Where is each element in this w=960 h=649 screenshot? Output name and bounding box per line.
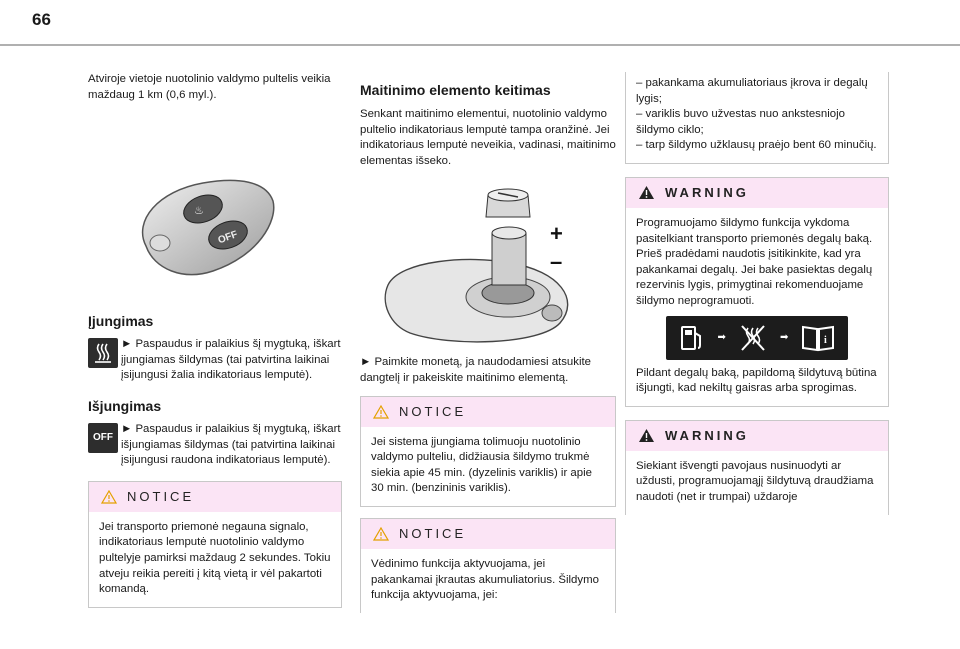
notice-icon <box>373 526 389 541</box>
manual-book-icon: i <box>802 325 835 351</box>
minus-label: – <box>550 249 562 274</box>
svg-text:♨: ♨ <box>194 205 204 217</box>
on-heading: Įjungimas <box>88 313 154 330</box>
off-heading: Išjungimas <box>88 397 162 414</box>
column-1: Atviroje vietoje nuotolinio valdymo pult… <box>88 72 342 608</box>
heater-on-icon <box>88 338 118 369</box>
conditions-box: – pakankama akumuliatoriaus įkrova ir de… <box>625 72 889 164</box>
plus-label: + <box>550 221 563 246</box>
arrow-icon: ➡ <box>717 332 726 344</box>
battery-text: Senkant maitinimo elementui, nuotolinio … <box>360 108 616 167</box>
notice-box-activation: NOTICE Vėdinimo funkcija aktyvuojama, je… <box>360 517 616 613</box>
warning-icon <box>639 429 654 443</box>
condition-item: – tarp šildymo užklausų praėjo bent 60 m… <box>636 139 877 152</box>
notice-box-duration: NOTICE Jei sistema įjungiama tolimuoju n… <box>360 395 616 507</box>
off-text: ► Paspaudus ir palaikius šį mygtuką, išk… <box>121 422 341 467</box>
column-2: Maitinimo elemento keitimas Senkant mait… <box>360 82 616 613</box>
warning-header: WARNING <box>626 420 888 451</box>
on-text: ► Paspaudus ir palaikius šį mygtuką, išk… <box>121 338 341 382</box>
warning-text: Programuojamo šildymo funkcija vykdoma p… <box>636 216 873 307</box>
notice-label: NOTICE <box>127 489 195 505</box>
header-divider <box>0 44 960 46</box>
warning-box-fuel: WARNING Programuojamo šildymo funkcija v… <box>625 176 889 407</box>
column-3: – pakankama akumuliatoriaus įkrova ir de… <box>625 72 889 515</box>
fuel-pump-icon <box>680 325 701 350</box>
battery-cover-image: + – <box>384 188 569 343</box>
warning-icon <box>639 186 654 200</box>
condition-item: – variklis buvo užvestas nuo ankstesnioj… <box>636 108 845 136</box>
notice-text: Jei sistema įjungiama tolimuoju nuotolin… <box>371 435 592 495</box>
battery-illustration: + – <box>360 175 616 353</box>
remote-control-image: ♨ OFF <box>141 179 275 276</box>
notice-text: Jei transporto priemonė negauna signalo,… <box>99 520 331 596</box>
warning-text-2: Pildant degalų baką, papildomą šildytuvą… <box>636 366 877 395</box>
notice-header: NOTICE <box>89 481 341 512</box>
range-intro: Atviroje vietoje nuotolinio valdymo pult… <box>88 73 331 101</box>
notice-label: NOTICE <box>399 526 467 542</box>
notice-box-signal: NOTICE Jei transporto priemonė negauna s… <box>88 480 342 608</box>
on-item: ► Paspaudus ir palaikius šį mygtuką, išk… <box>88 337 342 384</box>
page-number: 66 <box>32 10 51 29</box>
notice-icon <box>101 489 117 504</box>
warning-label: WARNING <box>665 428 749 444</box>
remote-illustration: ♨ OFF <box>88 111 342 301</box>
notice-label: NOTICE <box>399 404 467 420</box>
off-item: OFF ► Paspaudus ir palaikius šį mygtuką,… <box>88 422 342 469</box>
heater-off-icon <box>741 324 765 351</box>
battery-heading: Maitinimo elemento keitimas <box>360 82 551 98</box>
notice-text: Vėdinimo funkcija aktyvuojama, jei pakan… <box>371 557 599 602</box>
warning-header: WARNING <box>626 177 888 208</box>
svg-text:i: i <box>824 335 827 346</box>
warning-text: Siekiant išvengti pavojaus nusinuodyti a… <box>636 459 874 503</box>
notice-icon <box>373 404 389 419</box>
warning-label: WARNING <box>665 185 749 201</box>
heater-off-icon: OFF <box>88 422 118 453</box>
condition-item: – pakankama akumuliatoriaus įkrova ir de… <box>636 77 868 105</box>
warning-box-poisoning: WARNING Siekiant išvengti pavojaus nusin… <box>625 419 889 515</box>
battery-step: ► Paimkite monetą, ja naudodamiesi atsuk… <box>360 356 591 384</box>
notice-header: NOTICE <box>361 518 615 549</box>
fuel-sequence-graphic: ➡ ➡ i <box>666 315 848 360</box>
notice-header: NOTICE <box>361 396 615 427</box>
arrow-icon: ➡ <box>780 332 789 344</box>
